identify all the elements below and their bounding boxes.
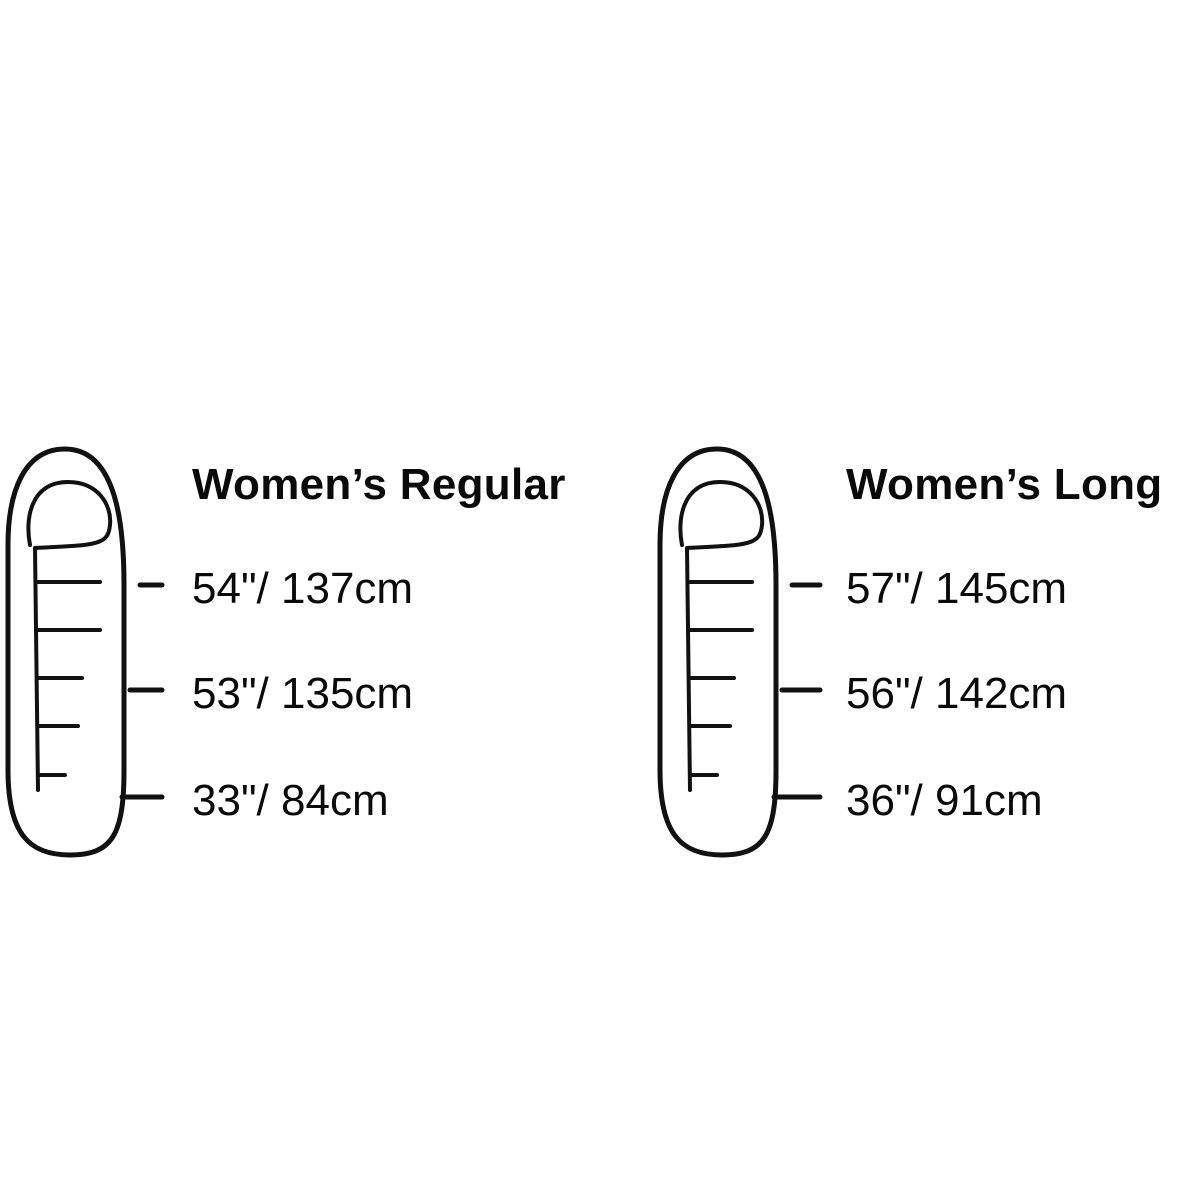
- measurement-foot: 36"/ 91cm: [846, 776, 1043, 825]
- measurement-shoulder: 57"/ 145cm: [846, 564, 1068, 613]
- measurement-hip: 53"/ 135cm: [192, 669, 414, 718]
- measurement-hip: 56"/ 142cm: [846, 669, 1068, 718]
- measurement-shoulder: 54"/ 137cm: [192, 564, 414, 613]
- size-title: Women’s Regular: [192, 460, 566, 509]
- measurement-foot: 33"/ 84cm: [192, 776, 389, 825]
- size-title: Women’s Long: [846, 460, 1163, 509]
